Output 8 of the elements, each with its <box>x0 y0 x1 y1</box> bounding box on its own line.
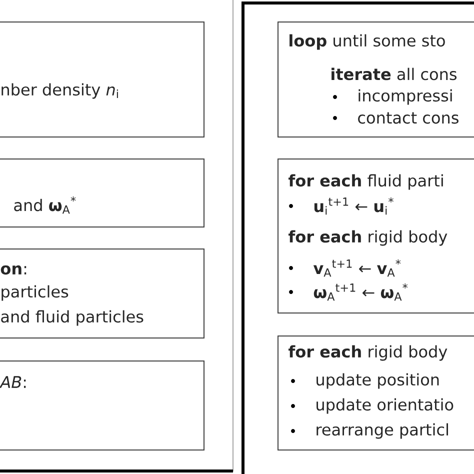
text-box: for each rigid body update position update orientatio rearrange particl <box>278 336 474 450</box>
panel-frame <box>242 2 474 474</box>
text-box: for each fluid parti u$_{i}$$^{t+1}$ ← u$_{i}$* for each rigid body v$_{A}$$^{t+1}$ ← v$_{A}$* ω$_{A}$$^{t+1}$ ← ω$_{A}$* <box>278 158 474 314</box>
text-box: and ω$_{A}$* <box>0 158 204 228</box>
panel-frame <box>0 0 234 472</box>
text-box: nber density n$_{i}$ <box>0 22 204 138</box>
text-box: on: particles and fluid particles <box>0 248 204 338</box>
text-box: loop until some sto iterate all cons incompressi contact cons <box>278 22 474 138</box>
